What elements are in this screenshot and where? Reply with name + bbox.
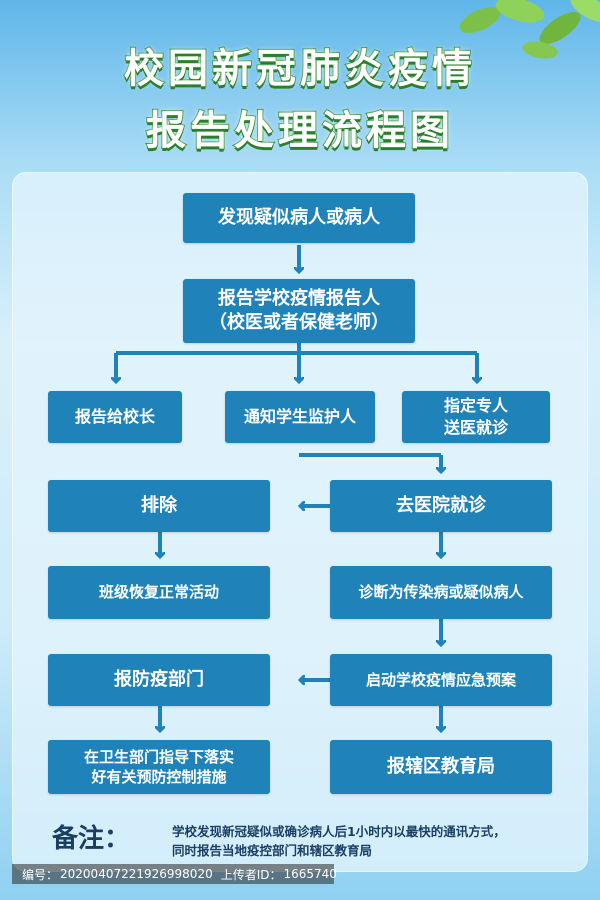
footer-uploader-label: 上传者ID： xyxy=(220,867,282,882)
node-report-person-line2: （校医或者保健老师） xyxy=(209,312,389,333)
node-diagnosed: 诊断为传染病或疑似病人 xyxy=(330,566,552,619)
node-notify-guardian: 通知学生监护人 xyxy=(225,391,375,443)
node-emergency-plan: 启动学校疫情应急预案 xyxy=(330,654,552,706)
note-label: 备注： xyxy=(52,824,131,854)
title-line-1: 校园新冠肺炎疫情 xyxy=(123,45,476,93)
node-implement: 在卫生部门指导下落实 好有关预防控制措施 xyxy=(48,740,270,794)
node-escort-line2: 送医就诊 xyxy=(443,418,508,437)
node-go-hospital: 去医院就诊 xyxy=(330,480,552,532)
node-implement-line1: 在卫生部门指导下落实 xyxy=(83,747,234,766)
title-line-2: 报告处理流程图 xyxy=(145,107,454,155)
footer-id-label: 编号： xyxy=(22,867,59,882)
node-exclude: 排除 xyxy=(48,480,270,532)
node-escort: 指定专人 送医就诊 xyxy=(402,391,550,443)
node-report-principal: 报告给校长 xyxy=(48,391,182,443)
node-discover: 发现疑似病人或病人 xyxy=(183,193,415,243)
node-report-person-line1: 报告学校疫情报告人 xyxy=(218,287,380,309)
footer-id-value: 20200407221926998020 xyxy=(60,867,213,881)
note-line-2: 同时报告当地疫控部门和辖区教育局 xyxy=(172,843,373,858)
note-line-1: 学校发现新冠疑似或确诊病人后1小时内以最快的通讯方式， xyxy=(172,824,506,839)
node-report-person: 报告学校疫情报告人 （校医或者保健老师） xyxy=(183,279,415,343)
node-report-epidemic: 报防疫部门 xyxy=(48,654,270,706)
node-resume-class: 班级恢复正常活动 xyxy=(48,566,270,619)
footer-uploader-value: 1665740 xyxy=(283,867,337,881)
node-implement-line2: 好有关预防控制措施 xyxy=(91,768,227,786)
node-escort-line1: 指定专人 xyxy=(443,396,508,416)
node-report-bureau: 报辖区教育局 xyxy=(330,740,552,794)
note-text: 学校发现新冠疑似或确诊病人后1小时内以最快的通讯方式， 同时报告当地疫控部门和辖… xyxy=(172,822,582,860)
watermark-footer: 编号： 20200407221926998020 上传者ID： 1665740 xyxy=(12,864,337,884)
